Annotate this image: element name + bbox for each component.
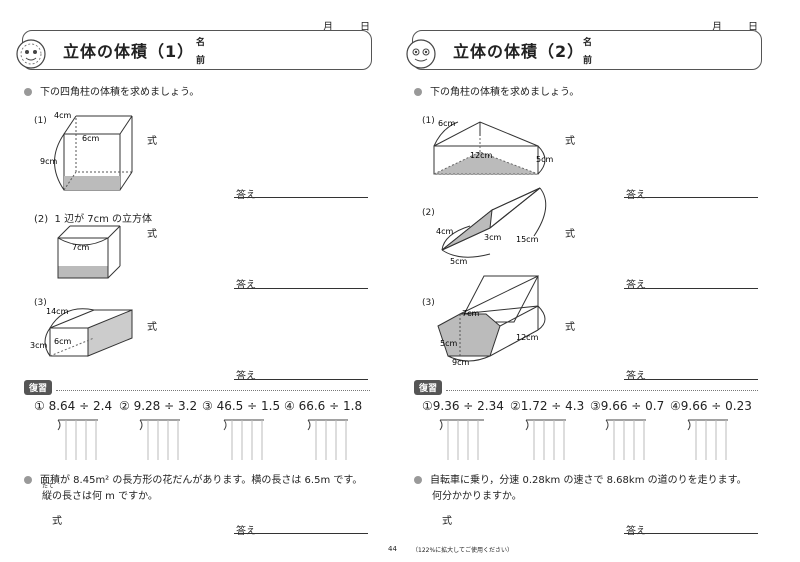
bullet-icon	[24, 88, 32, 96]
answer-line[interactable]	[234, 533, 368, 534]
name-label-bottom: 前	[583, 56, 593, 66]
page-title: 立体の体積（1）	[63, 42, 195, 61]
dim-label: 9cm	[452, 358, 469, 366]
dim-label: 5cm	[440, 339, 457, 348]
answer-line[interactable]	[624, 197, 758, 198]
answer-line[interactable]	[234, 288, 368, 289]
word-problem-line-2: 何分かかりますか。	[432, 491, 522, 502]
review-divider	[446, 390, 758, 391]
print-note: （122%に拡大してご使用ください）	[412, 547, 513, 554]
word-problem: 面積が 8.45m² の長方形の花だんがあります。横の長さは 6.5m です。	[24, 471, 362, 486]
bullet-icon	[24, 476, 32, 484]
dim-label: 5cm	[536, 155, 553, 164]
answer-line[interactable]	[624, 533, 758, 534]
division-workspace[interactable]	[50, 416, 370, 460]
answer-label: 答え	[626, 526, 646, 537]
answer-label: 答え	[626, 371, 646, 382]
prism-figure-3: 14cm 6cm 3cm	[30, 307, 133, 357]
review-tag: 復習	[24, 380, 53, 395]
review-item-1: ①9.36 ÷ 2.34	[422, 399, 504, 413]
answer-line[interactable]	[624, 288, 758, 289]
formula-label: 式	[565, 322, 575, 333]
dim-label: 6cm	[82, 134, 99, 143]
furigana: たて	[42, 483, 55, 490]
problem-number: (1)	[422, 116, 435, 126]
review-item-4: ④9.66 ÷ 0.23	[670, 399, 752, 413]
dim-label: 9cm	[40, 157, 57, 166]
answer-label: 答え	[236, 280, 256, 291]
word-problem-line-2: 縦の長さは何 m ですか。	[42, 491, 158, 502]
dim-label: 5cm	[450, 257, 467, 266]
review-item-3: ③9.66 ÷ 0.7	[590, 399, 665, 413]
dim-label: 4cm	[54, 111, 71, 120]
answer-line[interactable]	[234, 197, 368, 198]
answer-label: 答え	[236, 526, 256, 537]
dim-label: 12cm	[470, 151, 493, 160]
day-label: 日	[360, 22, 370, 33]
page-number: 44	[388, 545, 397, 553]
dim-label: 4cm	[436, 227, 453, 236]
dim-label: 12cm	[516, 333, 539, 342]
dim-label: 15cm	[516, 235, 539, 244]
prism-figure-1: 6cm 12cm 5cm	[433, 119, 553, 175]
dim-label: 7cm	[72, 243, 89, 252]
name-label-bottom: 前	[196, 56, 206, 66]
review-item-3: ③ 46.5 ÷ 1.5	[202, 399, 281, 413]
review-tag: 復習	[414, 380, 443, 395]
dim-label: 3cm	[484, 233, 501, 242]
review-item-2: ②1.72 ÷ 4.3	[510, 399, 585, 413]
day-label: 日	[748, 22, 758, 33]
problem-number: (2)	[422, 208, 435, 218]
cube-figure: 7cm	[57, 225, 121, 279]
formula-label: 式	[147, 322, 157, 333]
worksheet-page-right: 月 日 立体の体積（2） 名 前 下の角柱の体積を求めましょう。 (1) 6cm…	[400, 0, 800, 562]
answer-label: 答え	[236, 190, 256, 201]
dim-label: 6cm	[438, 119, 455, 128]
review-item-2: ② 9.28 ÷ 3.2	[119, 399, 198, 413]
answer-label: 答え	[626, 280, 646, 291]
prism-figure-1: 4cm 6cm 9cm	[40, 111, 133, 191]
formula-label: 式	[147, 229, 157, 240]
title-box: 立体の体積（1） 名 前	[22, 30, 372, 70]
title-box: 立体の体積（2） 名 前	[412, 30, 762, 70]
prism-figure-3: 7cm 5cm 9cm 12cm	[437, 275, 546, 366]
answer-line[interactable]	[624, 379, 758, 380]
formula-label: 式	[442, 516, 452, 527]
problem-number: (1)	[34, 116, 47, 126]
bullet-icon	[414, 476, 422, 484]
name-label-top: 名	[583, 38, 593, 48]
dim-label: 3cm	[30, 341, 47, 350]
prism-figure-2: 4cm 3cm 15cm 5cm	[436, 187, 547, 266]
month-label: 月	[323, 22, 333, 33]
instruction: 下の角柱の体積を求めましょう。	[414, 83, 579, 98]
problem-number: (3)	[34, 298, 47, 308]
problem-2-heading: (2) 1 辺が 7cm の立方体	[34, 214, 153, 225]
month-label: 月	[712, 22, 722, 33]
formula-label: 式	[565, 229, 575, 240]
answer-line[interactable]	[234, 379, 368, 380]
word-problem: 自転車に乗り，分速 0.28km の速さで 8.68km の道のりを走ります。	[414, 471, 747, 486]
character-logo-icon	[16, 39, 46, 69]
bullet-icon	[414, 88, 422, 96]
division-workspace[interactable]	[434, 416, 764, 460]
character-logo-icon	[406, 39, 436, 69]
formula-label: 式	[565, 136, 575, 147]
formula-label: 式	[52, 516, 62, 527]
problem-number: (3)	[422, 298, 435, 308]
name-label-top: 名	[196, 38, 206, 48]
page-title: 立体の体積（2）	[453, 42, 585, 61]
dim-label: 6cm	[54, 337, 71, 346]
review-divider	[56, 390, 370, 391]
dim-label: 14cm	[46, 307, 69, 316]
review-item-4: ④ 66.6 ÷ 1.8	[284, 399, 363, 413]
review-item-1: ① 8.64 ÷ 2.4	[34, 399, 113, 413]
instruction: 下の四角柱の体積を求めましょう。	[24, 83, 199, 98]
dim-label: 7cm	[462, 309, 479, 318]
formula-label: 式	[147, 136, 157, 147]
worksheet-page-left: 月 日 立体の体積（1） 名 前 下の四角柱の体積を求めましょう。 (1) 4c…	[16, 22, 372, 537]
answer-label: 答え	[236, 371, 256, 382]
answer-label: 答え	[626, 190, 646, 201]
